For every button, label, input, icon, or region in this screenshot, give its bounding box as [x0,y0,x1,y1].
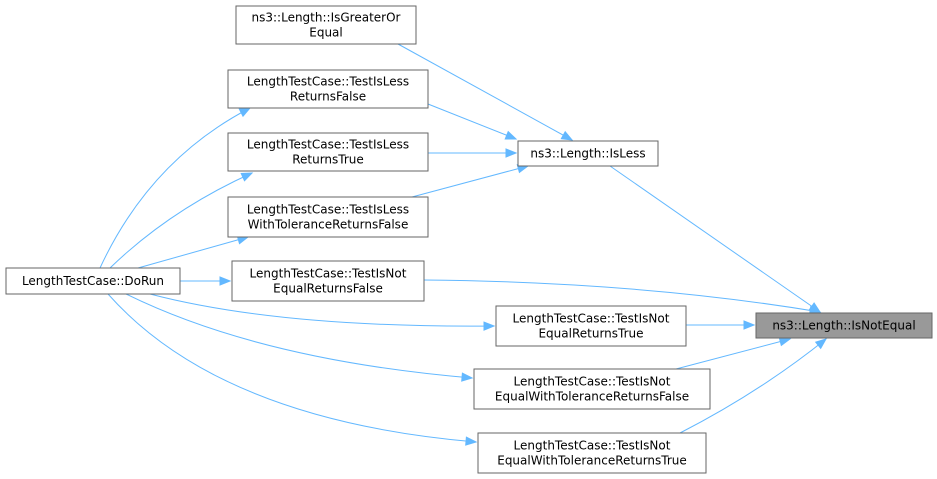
node-testisnotequalreturnsfalse[interactable]: LengthTestCase::TestIsNotEqualReturnsFal… [231,260,425,302]
node-label-line: LengthTestCase::TestIsLess [247,138,409,152]
node-testisnotequalreturnstrue[interactable]: LengthTestCase::TestIsNotEqualReturnsTru… [495,305,687,347]
node-label-line: EqualWithToleranceReturnsFalse [495,390,689,404]
edges-layer [99,43,828,446]
node-label-line: LengthTestCase::DoRun [22,274,164,288]
node-box [227,69,429,109]
edge-line [397,43,573,141]
edge-testisnotequalwithtolerancereturnsfalse-to-root [675,337,792,370]
edge-testisnotequalreturnstrue-to-root [686,320,756,330]
edge-line [411,165,529,198]
edge-arrowhead [505,148,518,158]
node-box [235,5,417,45]
node-label-line: EqualReturnsTrue [538,327,643,341]
edge-arrowhead [560,130,574,141]
edge-doRun-to-testislessreturnsfalse [99,107,252,269]
edge-isgreaterorequal-to-isless [397,43,574,141]
node-box [5,267,181,295]
node-label-line: Equal [309,26,343,40]
edge-line [679,338,827,434]
node-box [473,368,711,410]
edge-line [609,165,821,313]
edge-line [423,279,821,313]
edge-doRun-to-testisnotequalreturnsfalse [180,276,232,286]
edge-line [137,236,249,269]
node-box [227,132,429,172]
edge-doRun-to-testislessreturnstrue [109,172,254,269]
edge-arrowhead [743,320,756,330]
edge-arrowhead [240,172,254,182]
edge-arrowhead [814,338,828,350]
node-label-line: LengthTestCase::TestIsLess [247,75,409,89]
node-label-line: LengthTestCase::TestIsNot [514,439,671,453]
edge-arrowhead [778,337,792,347]
edge-arrowhead [219,276,232,286]
edge-line [675,338,791,370]
node-box [495,305,687,347]
node-label-line: LengthTestCase::TestIsLess [247,203,409,217]
node-label-line: ReturnsFalse [290,90,366,104]
edge-line [427,103,517,140]
node-box [227,196,429,238]
edge-line [149,293,495,327]
edge-testislessreturnstrue-to-isless [428,148,518,158]
node-label-line: LengthTestCase::TestIsNot [250,267,407,281]
edge-doRun-to-testisnotequalreturnstrue [149,293,496,331]
node-label-line: ns3::Length::IsLess [530,147,645,161]
nodes-layer: ns3::Length::IsNotEqual ns3::Length::IsLe… [5,5,933,474]
node-testisnotequalwithtolerancereturnsfalse[interactable]: LengthTestCase::TestIsNotEqualWithTolera… [473,368,711,410]
edge-arrowhead [483,321,496,331]
edge-arrowhead [238,107,252,118]
node-box [231,260,425,302]
node-label-line: EqualWithToleranceReturnsTrue [497,454,687,468]
edge-arrowhead [504,130,518,140]
node-label-line: LengthTestCase::TestIsNot [513,312,670,326]
node-label-line: ns3::Length::IsGreaterOr [252,11,401,25]
edge-line [109,172,253,269]
node-testisnotequalwithtolerancereturnstrue[interactable]: LengthTestCase::TestIsNotEqualWithTolera… [477,432,707,474]
edge-arrowhead [465,436,478,446]
edge-line [107,293,477,443]
node-label-line: LengthTestCase::TestIsNot [514,375,671,389]
node-label-line: EqualReturnsFalse [273,282,383,296]
node-doRun[interactable]: LengthTestCase::DoRun [5,267,181,295]
edge-doRun-to-testisnotequalwithtolerancereturnstrue [107,293,478,446]
edge-arrowhead [461,372,474,382]
node-testislesswithtolerancereturnsfalse[interactable]: LengthTestCase::TestIsLessWithToleranceR… [227,196,429,238]
node-box [477,432,707,474]
node-box [755,312,933,339]
edge-testisnotequalwithtolerancereturnstrue-to-root [679,338,828,434]
edge-doRun-to-testislesswithtolerancereturnsfalse [137,235,250,269]
node-label-line: WithToleranceReturnsFalse [248,218,409,232]
node-label-line: ns3::Length::IsNotEqual [772,319,915,333]
node-label-line: ReturnsTrue [292,153,364,167]
node-box [517,140,659,167]
node-root[interactable]: ns3::Length::IsNotEqual [755,312,933,339]
edge-line [125,293,473,379]
edge-doRun-to-testisnotequalwithtolerancereturnsfalse [125,293,474,382]
node-isless[interactable]: ns3::Length::IsLess [517,140,659,167]
edge-line [99,107,251,269]
edge-testislesswithtolerancereturnsfalse-to-isless [411,164,530,198]
edge-testislessreturnsfalse-to-isless [427,103,518,140]
